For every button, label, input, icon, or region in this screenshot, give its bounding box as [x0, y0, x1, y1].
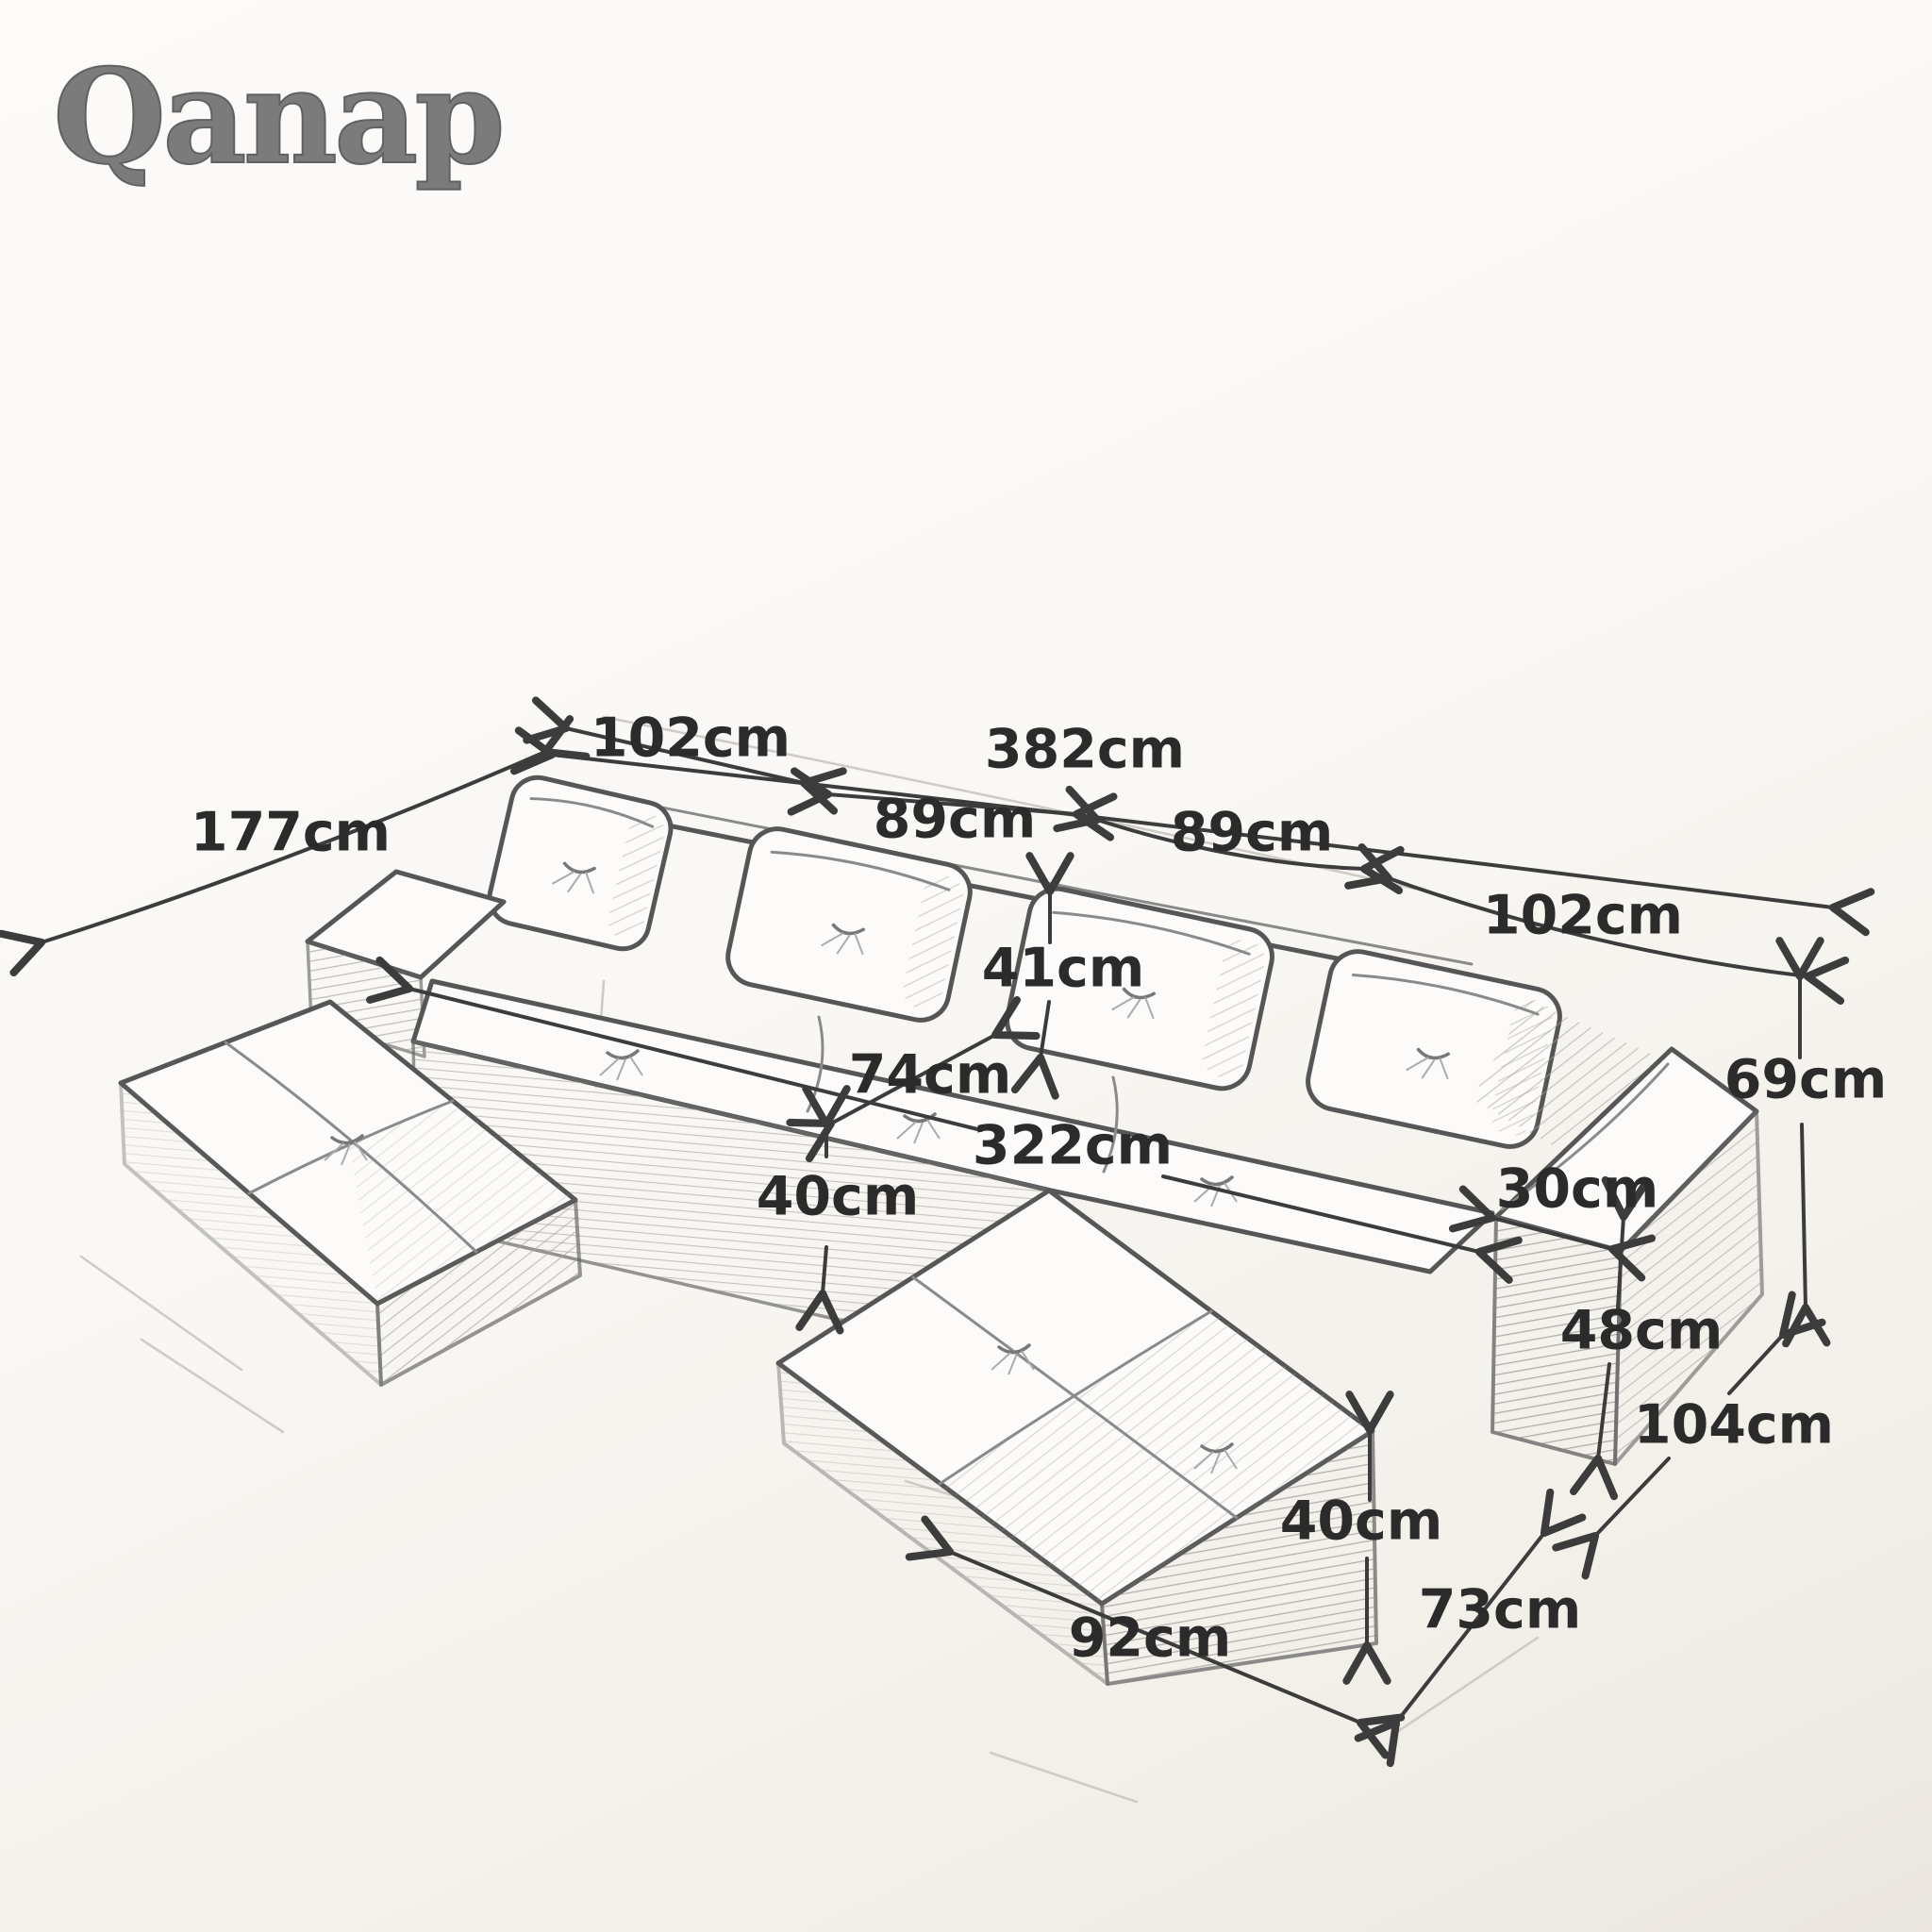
dim-segment-102-right-arrow	[1344, 842, 1850, 1005]
dim-seat-depth-arrow	[786, 995, 1041, 1163]
back-cushion-1	[487, 774, 674, 952]
label-armrest-width: 30cm	[1496, 1158, 1659, 1221]
dim-left-depth-arrow	[0, 715, 591, 977]
dimension-labels: 382cm 102cm 89cm 89cm 102cm 177cm 41cm 7…	[191, 708, 1887, 1670]
dim-back-cushion-height-arrow-bottom	[1010, 1000, 1059, 1100]
dim-armrest-height-arrow-top	[1601, 1175, 1650, 1309]
dim-segment-102-left-arrow	[523, 696, 847, 815]
label-ottoman-height: 40cm	[1280, 1491, 1443, 1553]
dim-segment-89a-arrow	[787, 767, 1118, 841]
brand-logo: Qanap	[53, 40, 502, 193]
label-ottoman-depth: 73cm	[1419, 1579, 1582, 1641]
dim-ottoman-width-arrow	[905, 1515, 1406, 1759]
dim-right-depth-arrow-top	[1727, 1291, 1826, 1395]
label-back-cushion-height: 41cm	[982, 938, 1145, 1000]
dim-seat-height-arrow-bottom	[795, 1245, 844, 1335]
label-seat-height: 40cm	[757, 1166, 920, 1228]
label-segment-left-chaise: 102cm	[591, 708, 791, 770]
label-segment-seat-2: 89cm	[1171, 802, 1334, 864]
back-cushion-2	[725, 826, 973, 1023]
dimension-lines	[0, 696, 1875, 1768]
dim-armrest-height-arrow-bottom	[1570, 1362, 1618, 1501]
label-ottoman-width: 92cm	[1069, 1607, 1232, 1670]
label-overall-width: 382cm	[985, 719, 1185, 781]
dim-overall-height-arrow-bottom	[1782, 1123, 1831, 1348]
dim-segment-89b-arrow	[1053, 785, 1405, 895]
dim-inner-width-arrow-left	[366, 956, 983, 1132]
label-overall-height: 69cm	[1724, 1049, 1888, 1111]
label-seat-depth: 74cm	[849, 1044, 1012, 1107]
dim-right-depth-arrow-bottom	[1552, 1457, 1671, 1580]
label-right-chaise-depth: 104cm	[1634, 1394, 1834, 1457]
dim-inner-width-arrow-right	[1161, 1174, 1523, 1284]
label-armrest-height: 48cm	[1560, 1300, 1724, 1362]
label-left-chaise-depth: 177cm	[191, 802, 391, 864]
dim-armrest-width-arrow	[1448, 1185, 1657, 1282]
label-segment-right-chaise: 102cm	[1483, 885, 1683, 947]
left-ottoman	[118, 999, 582, 1387]
dim-ottoman-depth-arrow	[1354, 1488, 1587, 1768]
label-segment-seat-1: 89cm	[874, 789, 1037, 851]
label-inner-seat-width: 322cm	[973, 1115, 1173, 1177]
